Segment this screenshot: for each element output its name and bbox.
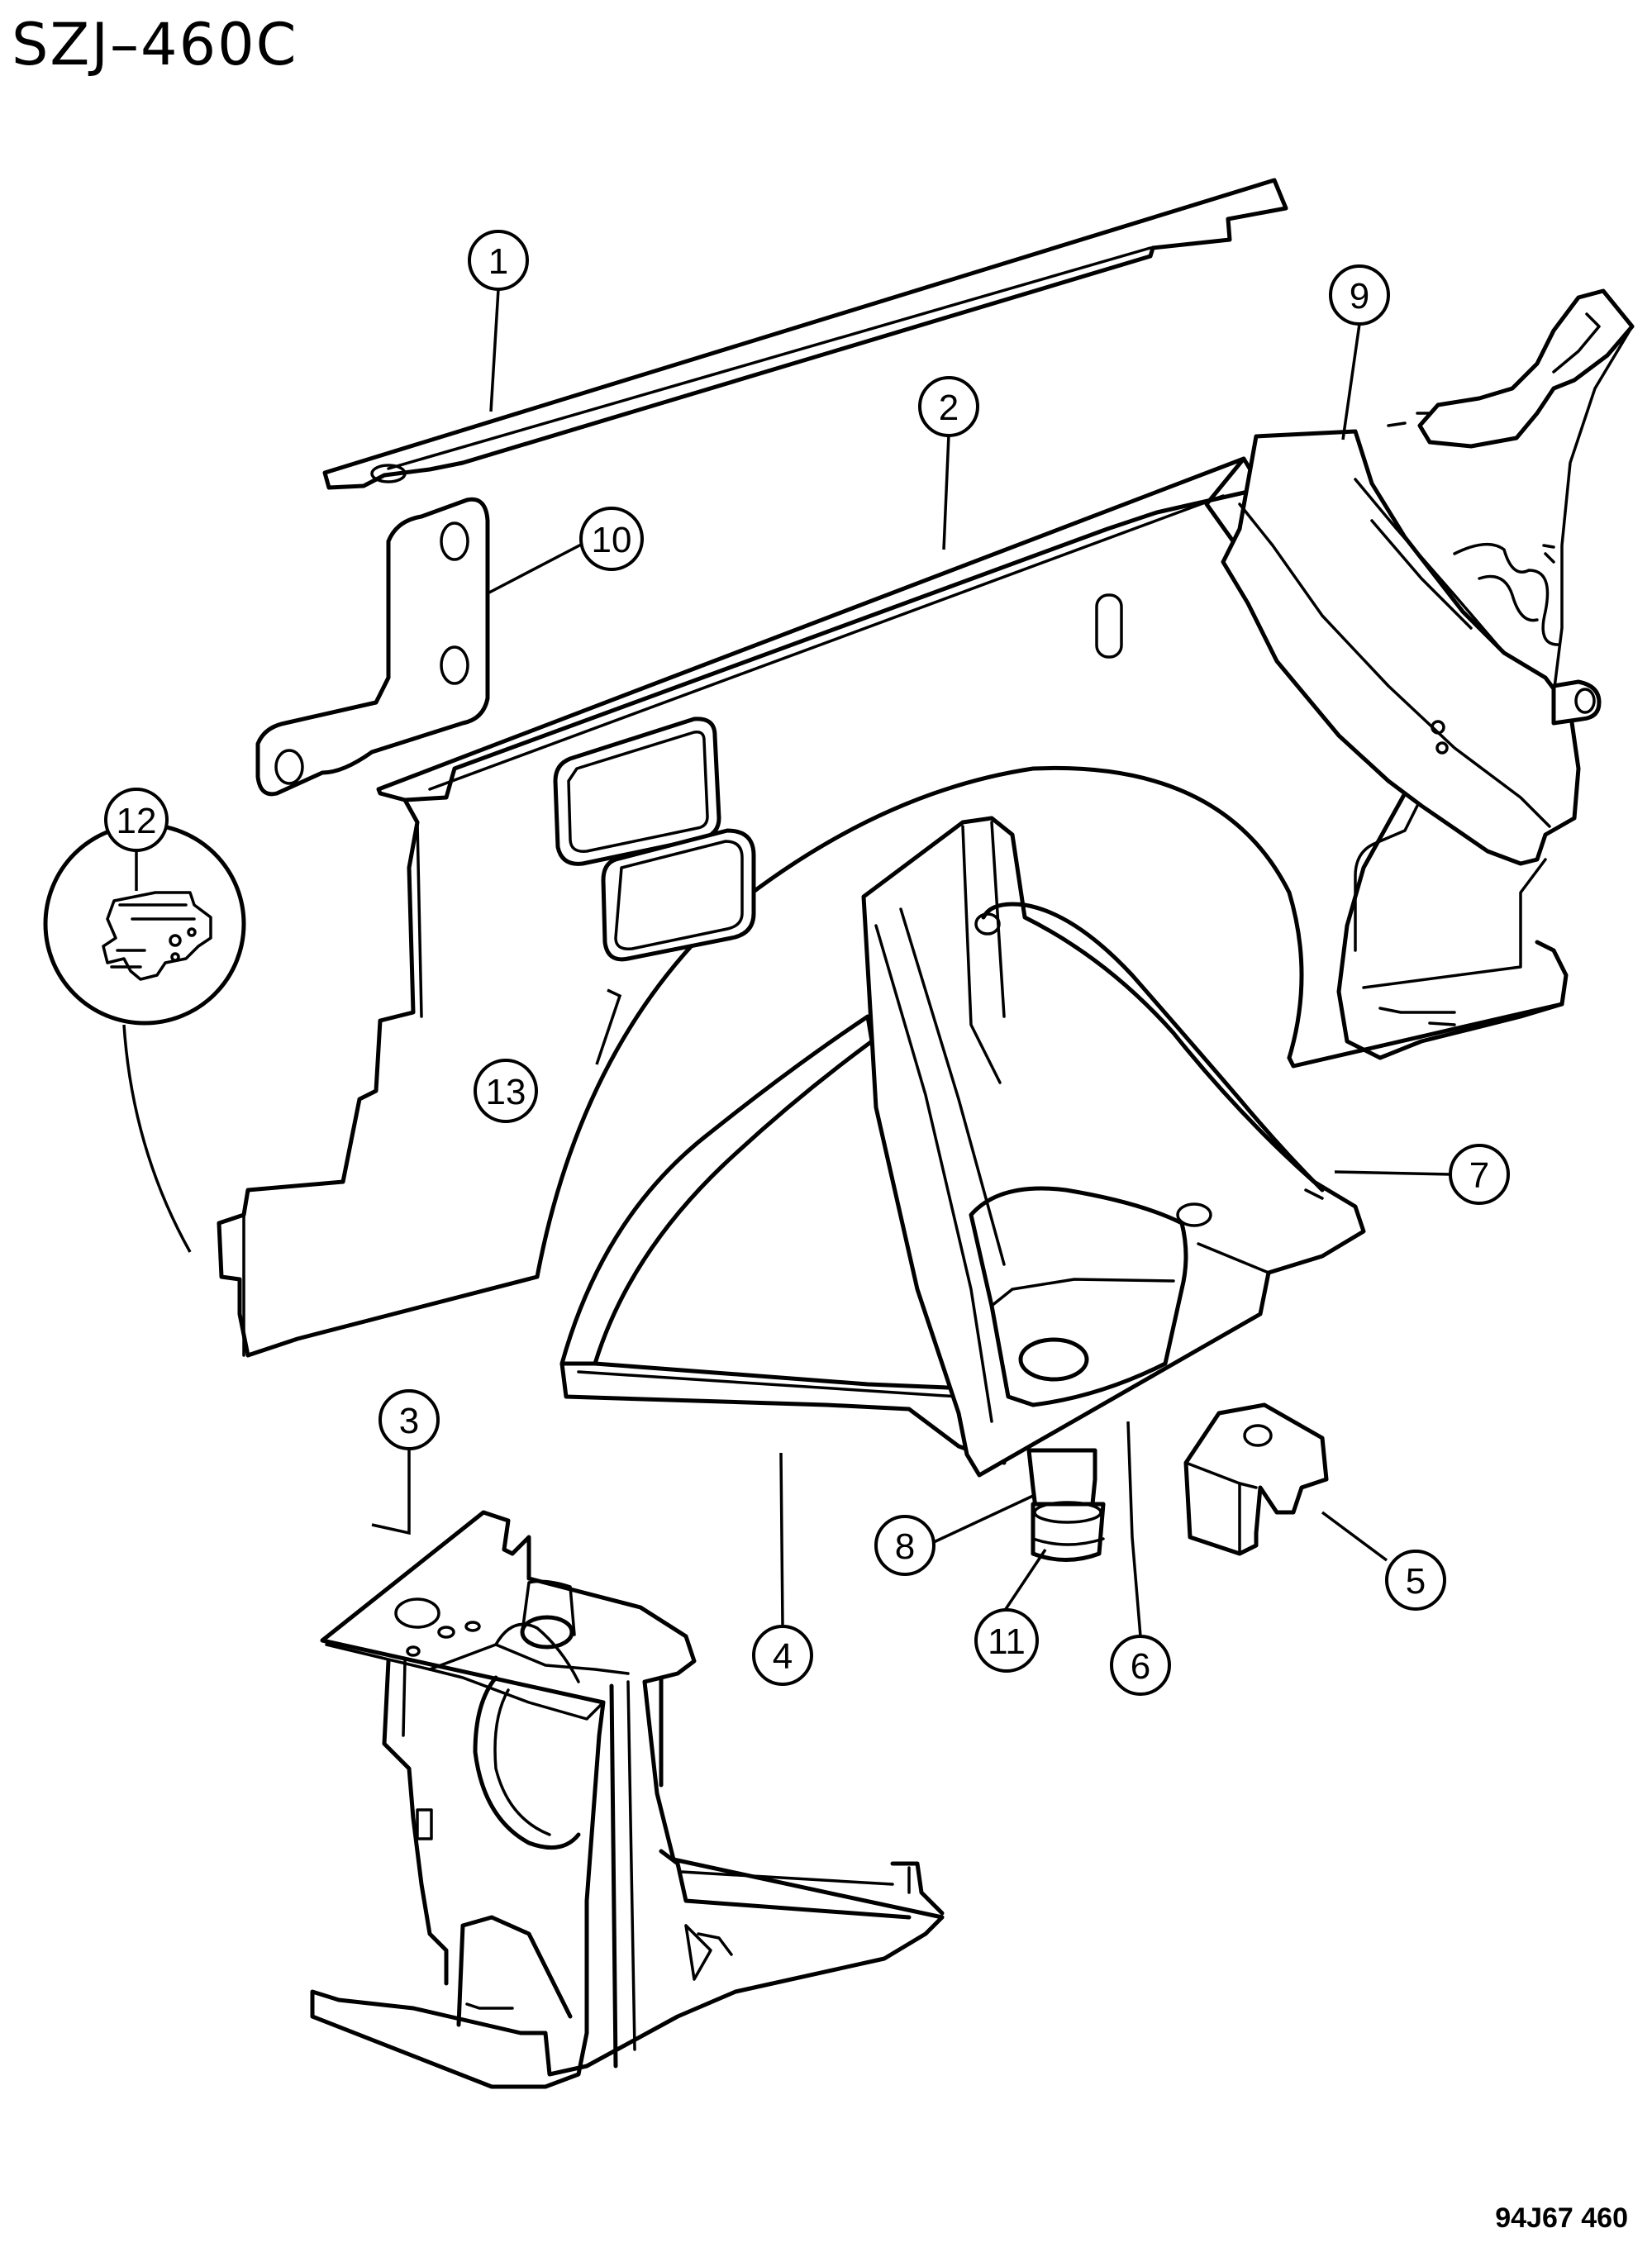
svg-text:3: 3 xyxy=(399,1401,419,1441)
leader-lines xyxy=(135,288,1451,1637)
part-1-roof-rail xyxy=(322,178,1288,490)
part-9-rear-pillar xyxy=(1221,288,1635,1026)
svg-text:2: 2 xyxy=(939,388,959,428)
part-2-quarter-inner-panel xyxy=(217,456,1569,1358)
callout-7: 7 xyxy=(1449,1144,1510,1205)
svg-text:6: 6 xyxy=(1131,1646,1150,1687)
figure-reference: 94J67 460 xyxy=(1495,2202,1628,2234)
part-11-grommet xyxy=(1031,1501,1106,1562)
callout-8: 8 xyxy=(874,1515,935,1576)
svg-text:11: 11 xyxy=(988,1621,1026,1662)
part-12-detail-clip xyxy=(43,822,246,1253)
callout-5: 5 xyxy=(1385,1550,1446,1611)
svg-text:10: 10 xyxy=(592,520,632,560)
callout-4: 4 xyxy=(752,1625,813,1686)
part-13-plug xyxy=(601,828,756,962)
callout-2: 2 xyxy=(918,376,979,437)
svg-text:5: 5 xyxy=(1406,1561,1426,1602)
callout-3: 3 xyxy=(378,1389,440,1450)
svg-text:12: 12 xyxy=(117,801,157,841)
svg-text:13: 13 xyxy=(486,1072,526,1112)
part-5-bracket xyxy=(1183,1402,1329,1556)
callout-11: 11 xyxy=(974,1608,1039,1673)
svg-text:8: 8 xyxy=(895,1526,915,1567)
callout-13: 13 xyxy=(474,1059,538,1123)
svg-text:4: 4 xyxy=(773,1636,793,1677)
svg-text:1: 1 xyxy=(488,241,508,282)
callout-12: 12 xyxy=(104,788,169,852)
part-7-wheelhouse-inner xyxy=(861,816,1366,1478)
svg-text:7: 7 xyxy=(1469,1155,1489,1196)
part-10-bracket xyxy=(255,497,490,797)
callout-6: 6 xyxy=(1110,1635,1171,1696)
part-3-support-bracket xyxy=(310,1510,945,2089)
diagram-code: SZJ–460C xyxy=(12,11,298,79)
callout-9: 9 xyxy=(1329,264,1390,326)
svg-text:9: 9 xyxy=(1350,276,1369,317)
callout-1: 1 xyxy=(468,230,529,291)
callout-10: 10 xyxy=(579,507,644,571)
